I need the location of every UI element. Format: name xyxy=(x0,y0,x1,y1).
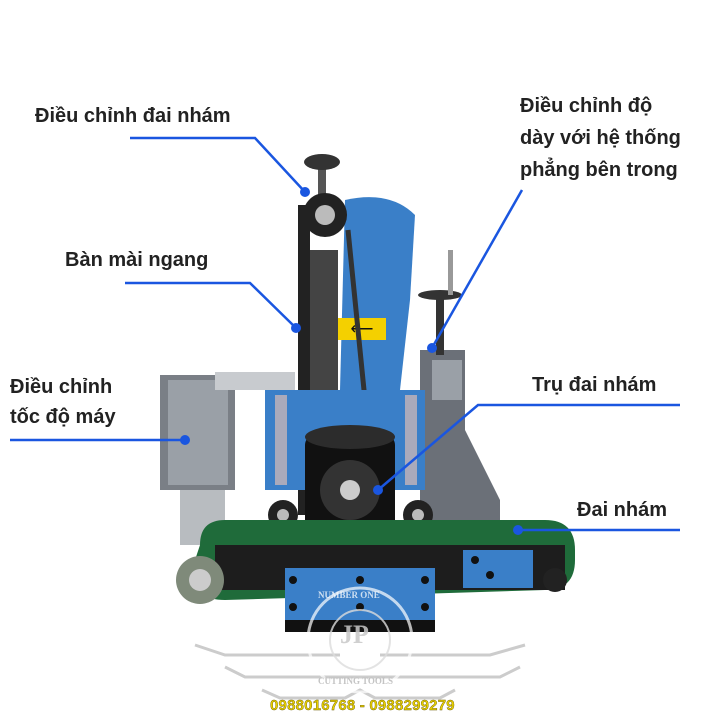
label-line: Điều chỉnh độ xyxy=(520,95,653,117)
watermark-top: NUMBER ONE xyxy=(318,590,380,600)
leader-dots xyxy=(180,187,523,535)
label-horizontal-table: Bàn mài ngang xyxy=(65,249,209,271)
decorative-chevrons xyxy=(194,643,526,700)
label-belt-drum: Trụ đai nhám xyxy=(532,374,657,396)
side-frame xyxy=(420,350,500,560)
watermark-mono: JP xyxy=(340,620,369,649)
leader-lines xyxy=(10,136,680,532)
label-sanding-belt: Đai nhám xyxy=(577,499,668,521)
svg-text:⟵: ⟵ xyxy=(351,321,374,338)
label-line: tốc độ máy xyxy=(10,406,116,428)
label-speed-adjust: Điều chỉnh tốc độ máy xyxy=(10,372,116,432)
phone-numbers: 0988016768 - 0988299279 xyxy=(270,697,455,714)
watermark-logo xyxy=(306,586,414,694)
label-line: dày với hệ thống xyxy=(520,127,681,149)
label-line: Điều chỉnh xyxy=(10,376,113,398)
watermark-bottom: CUTTING TOOLS xyxy=(318,676,393,686)
adjust-knob xyxy=(304,154,340,170)
label-belt-adjust: Điều chỉnh đai nhám xyxy=(35,105,231,127)
label-thickness-adjust: Điều chỉnh độ dày với hệ thống phẳng bên… xyxy=(520,90,681,186)
blue-column xyxy=(340,197,415,390)
label-line: phẳng bên trong xyxy=(520,159,678,181)
